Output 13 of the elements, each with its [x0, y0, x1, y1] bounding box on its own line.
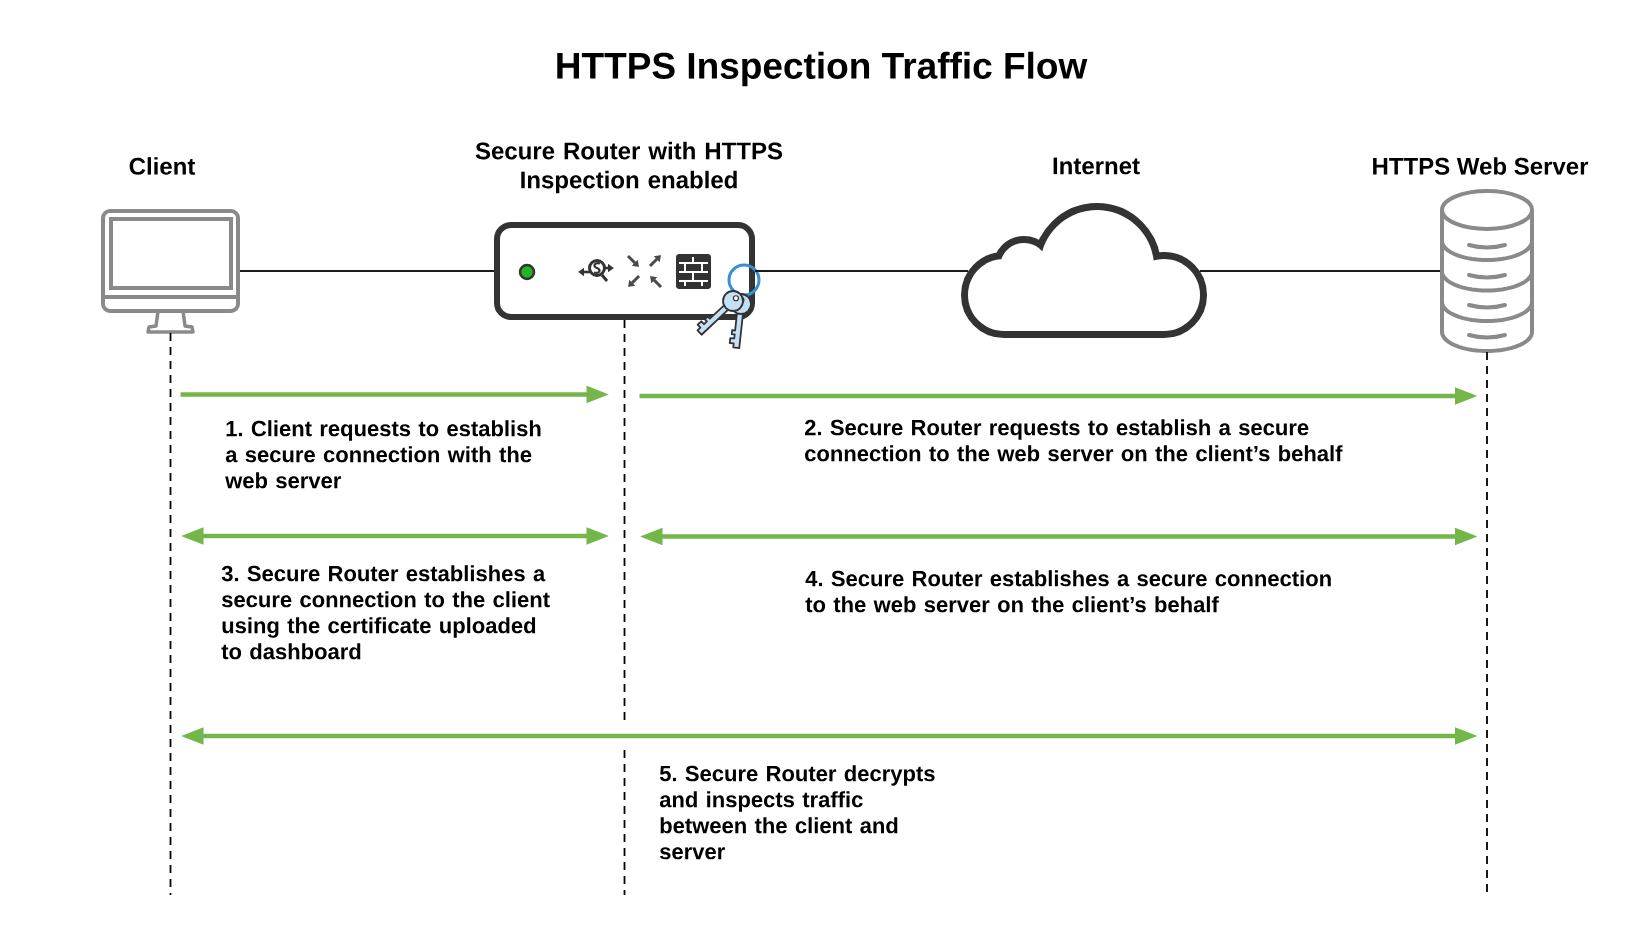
device-label: Internet [1053, 157, 1140, 175]
connector-line [1199, 270, 1441, 272]
connector-line [754, 270, 969, 272]
step-label: 5. Secure Router decrypts and inspects traffic between the client and server [659, 765, 935, 860]
connector-line [239, 270, 495, 272]
step-label: 3. Secure Router establishes a secure connection to the client using the certificate uploaded to dashboard [221, 565, 550, 660]
device-label: Secure Router with HTTPS Inspection enabled [475, 141, 783, 194]
step-label: 2. Secure Router requests to establish a secure connection to the web server on the client’s behalf [805, 419, 1343, 462]
device-label: HTTPS Web Server [1373, 157, 1589, 175]
device-label: Client [129, 157, 196, 175]
step-label: 4. Secure Router establishes a secure connection to the web server on the client’s behalf [805, 570, 1331, 613]
title: HTTPS Inspection Traffic Flow [557, 51, 1088, 87]
step-label: 1. Client requests to establish a secure connection with the web server [225, 420, 541, 489]
